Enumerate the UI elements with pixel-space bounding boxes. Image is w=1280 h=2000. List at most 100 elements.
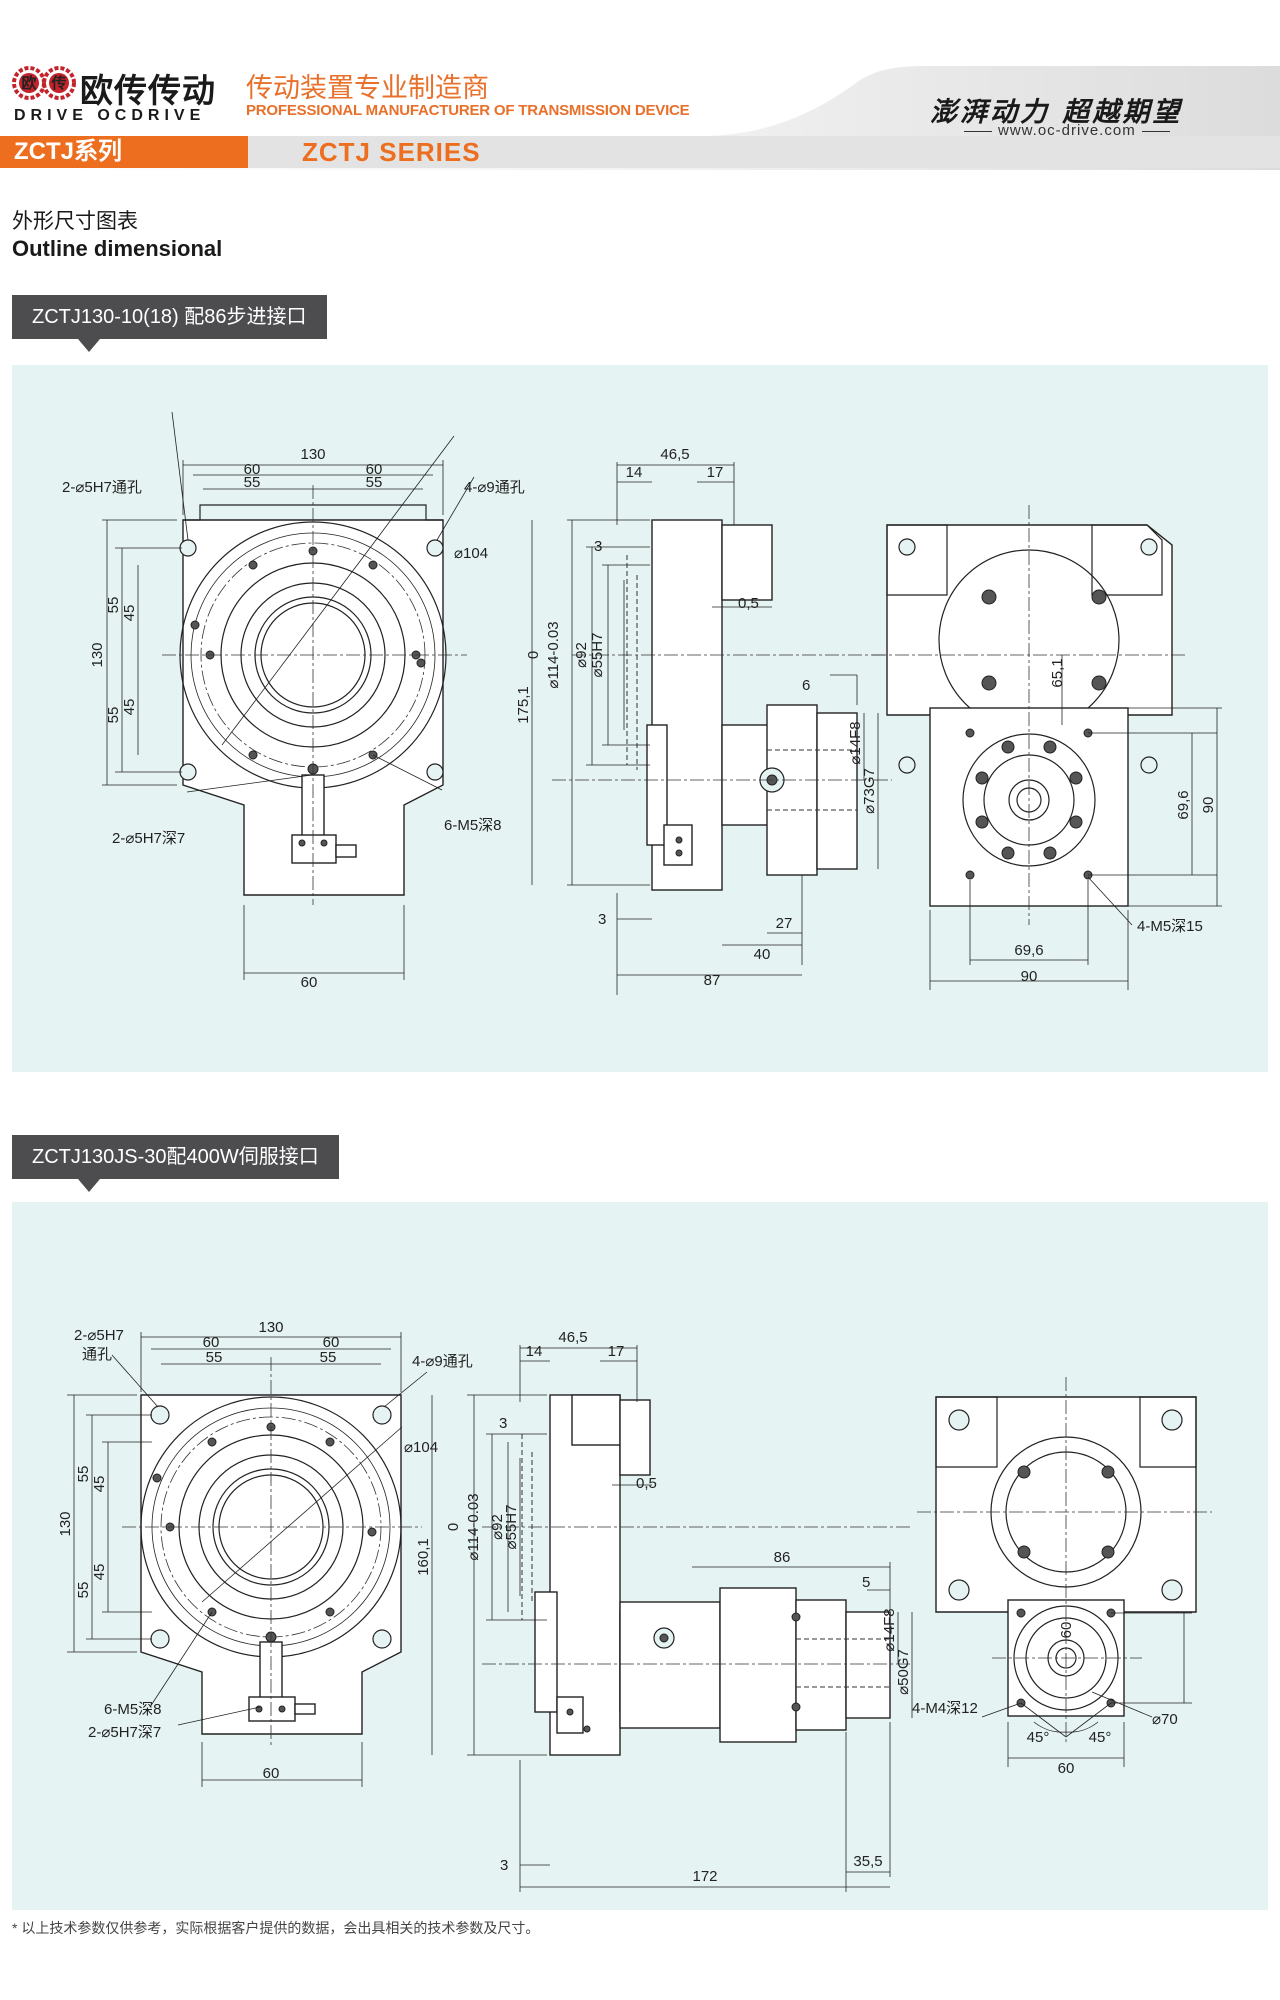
dim-label: 6-M5深8: [444, 817, 502, 834]
dim-label: ⌀104: [404, 1439, 438, 1456]
dim-label: 2-⌀5H7: [74, 1327, 124, 1344]
outline-drawing-1: 130 60 60 55 55 2-⌀5H7通孔 4-⌀9通孔 ⌀104 55 …: [62, 411, 1222, 995]
dim-label: ⌀55H7: [589, 633, 606, 678]
dim-label: 3: [499, 1415, 507, 1432]
dim-label: 4-⌀9通孔: [464, 479, 525, 496]
dim-label: 45: [91, 1476, 108, 1493]
dim-label: ⌀14F8: [881, 1608, 898, 1651]
dim-label: 0: [525, 651, 542, 659]
dim-label: 55: [320, 1349, 337, 1366]
dim-label: 87: [704, 972, 721, 989]
brand-name-cn: 欧传传动: [80, 72, 216, 109]
dim-label: 69,6: [1175, 790, 1192, 819]
dim-label: 2-⌀5H7深7: [88, 1724, 161, 1741]
dim-label: 4-⌀9通孔: [412, 1353, 473, 1370]
dim-label: 45°: [1089, 1729, 1112, 1746]
dim-label: 2-⌀5H7通孔: [62, 479, 142, 496]
dim-label: 69,6: [1014, 942, 1043, 959]
front-view-1: [102, 411, 475, 980]
dim-label: 3: [500, 1857, 508, 1874]
dim-label: 17: [608, 1343, 625, 1360]
dim-label: 175,1: [515, 686, 532, 724]
dim-label: 55: [366, 474, 383, 491]
dim-label: 14: [626, 464, 643, 481]
dim-label: 130: [57, 1511, 74, 1536]
dim-label: 86: [774, 1549, 791, 1566]
dim-label: 90: [1021, 968, 1038, 985]
dim-label: 60: [263, 1765, 280, 1782]
dim-label: 27: [776, 915, 793, 932]
tagline-cn: 传动装置专业制造商: [246, 73, 489, 103]
rear-view-1: [872, 505, 1222, 990]
dim-label: 5: [862, 1574, 870, 1591]
dim-label: 40: [754, 946, 771, 963]
outline-drawing-2: 2-⌀5H7 通孔 130 60 60 55 55 4-⌀9通孔 ⌀104 55…: [57, 1319, 1212, 1892]
dim-label: 35,5: [853, 1853, 882, 1870]
logo-icon: 欧 传: [12, 66, 76, 100]
dim-label: 130: [258, 1319, 283, 1336]
dim-label: ⌀55H7: [503, 1505, 520, 1550]
section-title-en: Outline dimensional: [12, 236, 223, 261]
dim-label: 55: [105, 597, 122, 614]
section-title-cn: 外形尺寸图表: [12, 210, 138, 233]
rear-view-2: [917, 1377, 1212, 1767]
dim-label: 4-M4深12: [912, 1700, 978, 1717]
logo-char-2: 传: [50, 74, 66, 92]
side-view-2: [431, 1345, 913, 1892]
side-view-1: [531, 462, 892, 995]
dim-label: ⌀92: [573, 642, 590, 668]
dim-label: 90: [1200, 797, 1217, 814]
dim-label: 55: [75, 1582, 92, 1599]
series-label-en: ZCTJ SERIES: [302, 137, 481, 167]
dim-label: ⌀14F8: [847, 721, 864, 764]
logo-char-1: 欧: [21, 74, 36, 92]
dim-label: 0: [445, 1523, 462, 1531]
dim-label: ⌀73G7: [861, 768, 878, 814]
dim-label: 45°: [1027, 1729, 1050, 1746]
dim-label: ⌀92: [489, 1514, 506, 1540]
dim-label: 60: [301, 974, 318, 991]
footnote: * 以上技术参数仅供参考，实际根据客户提供的数据，会出具相关的技术参数及尺寸。: [12, 1920, 540, 1936]
tagline-en: PROFESSIONAL MANUFACTURER OF TRANSMISSIO…: [246, 102, 690, 119]
dim-label: 160,1: [415, 1538, 432, 1576]
dim-label: 45: [121, 605, 138, 622]
dim-label: 65,1: [1049, 658, 1066, 687]
dim-label: 55: [244, 474, 261, 491]
website-url: www.oc-drive.com: [958, 122, 1176, 139]
dim-label: 60: [1058, 1760, 1075, 1777]
front-view-2: [67, 1332, 428, 1787]
model-tab-1: ZCTJ130-10(18) 配86步进接口: [12, 295, 327, 352]
dim-label: 45: [91, 1564, 108, 1581]
dim-label: 130: [89, 642, 106, 667]
dim-label: 45: [121, 699, 138, 716]
series-label-cn: ZCTJ系列: [0, 136, 248, 168]
dim-label: 172: [692, 1868, 717, 1885]
dim-label: ⌀114-0.03: [465, 1493, 482, 1560]
dim-label: 6-M5深8: [104, 1701, 162, 1718]
dim-label: 60: [323, 1334, 340, 1351]
dim-label: 46,5: [660, 446, 689, 463]
dim-label: 60: [203, 1334, 220, 1351]
dim-label: 55: [75, 1466, 92, 1483]
dim-label: 60: [1058, 1622, 1075, 1639]
dim-label: 0,5: [636, 1475, 657, 1492]
dim-label: 通孔: [82, 1346, 112, 1363]
dim-label: 3: [594, 538, 602, 555]
drawing-panel-1: 130 60 60 55 55 2-⌀5H7通孔 4-⌀9通孔 ⌀104 55 …: [12, 365, 1268, 1072]
dim-label: 4-M5深15: [1137, 918, 1203, 935]
dim-label: 60: [366, 461, 383, 478]
dim-label: 17: [707, 464, 724, 481]
dim-label: 46,5: [558, 1329, 587, 1346]
drawing-panel-2: 2-⌀5H7 通孔 130 60 60 55 55 4-⌀9通孔 ⌀104 55…: [12, 1202, 1268, 1910]
dim-label: 60: [244, 461, 261, 478]
brand-name-en: DRIVE OCDRIVE: [14, 107, 206, 124]
dim-label: 14: [526, 1343, 543, 1360]
dim-label: 130: [300, 446, 325, 463]
model-tab-2: ZCTJ130JS-30配400W伺服接口: [12, 1135, 339, 1192]
dim-label: 55: [105, 707, 122, 724]
dim-label: ⌀50G7: [895, 1649, 912, 1695]
dim-label: ⌀70: [1152, 1711, 1178, 1728]
dim-label: ⌀104: [454, 545, 488, 562]
dim-label: ⌀114-0.03: [545, 621, 562, 688]
dim-label: 3: [598, 911, 606, 928]
